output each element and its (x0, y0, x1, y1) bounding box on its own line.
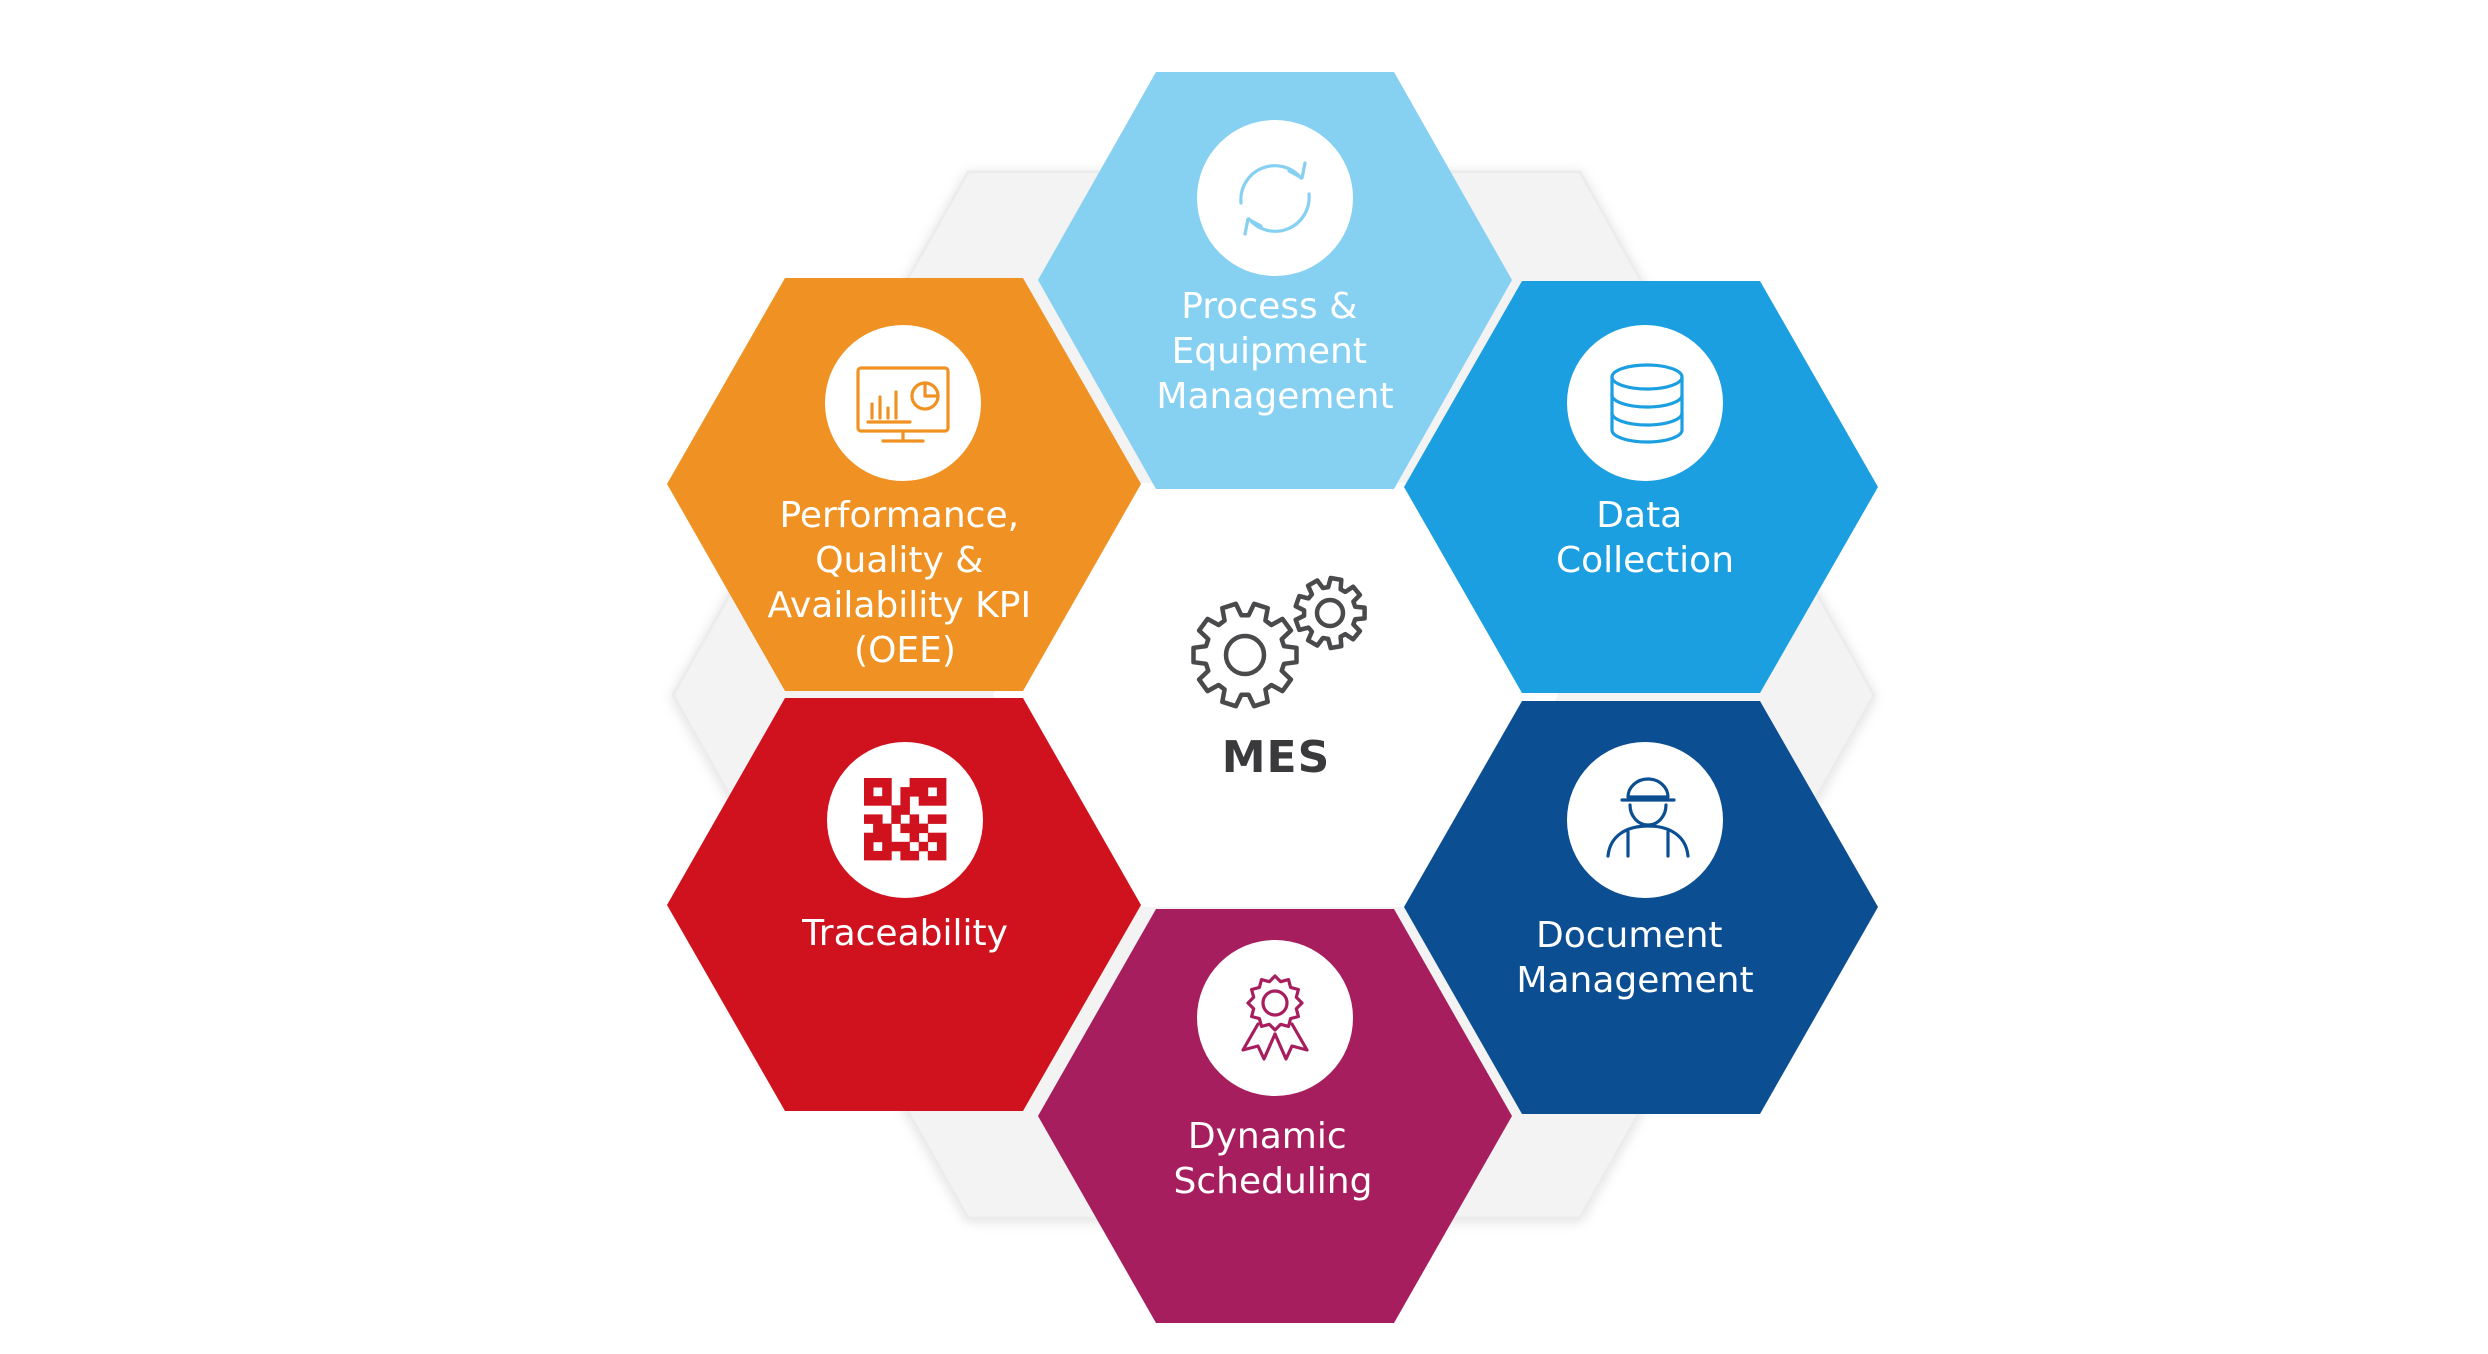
hex-dynamic-scheduling[interactable]: Dynamic Scheduling (1038, 909, 1512, 1323)
qr-module (900, 823, 910, 834)
qr-code-icon (864, 778, 947, 861)
worker-icon (1606, 777, 1690, 858)
database-icon (1610, 363, 1684, 444)
qr-module (864, 814, 874, 824)
qr-module (936, 814, 947, 824)
qr-module (936, 778, 947, 788)
hex-shape (667, 698, 1141, 1111)
qr-module (927, 832, 938, 843)
qr-module (900, 796, 910, 806)
qr-module (918, 778, 929, 788)
qr-module (918, 787, 929, 797)
qr-module (891, 814, 901, 824)
qr-module (882, 778, 892, 788)
qr-module (909, 787, 920, 797)
qr-module (936, 850, 947, 861)
qr-module (873, 850, 883, 861)
module-label: Traceability (801, 913, 1008, 954)
qr-module (864, 832, 874, 843)
refresh-icon (1239, 161, 1311, 236)
hex-performance-quality-availability[interactable]: Performance, Quality & Availability KPI … (667, 278, 1141, 691)
qr-module (900, 805, 910, 815)
module-label: Performance, Quality & Availability KPI … (767, 495, 1042, 671)
hex-document-management[interactable]: Document Management (1404, 701, 1878, 1114)
icon-badge (825, 325, 981, 481)
qr-module (918, 796, 929, 806)
qr-module (882, 796, 892, 806)
qr-module (927, 814, 938, 824)
qr-module (909, 850, 920, 861)
icon-badge (827, 742, 983, 898)
qr-module (882, 832, 892, 843)
qr-module (927, 796, 938, 806)
qr-module (918, 823, 929, 834)
icon-badge (1197, 120, 1353, 276)
module-label: Document Management (1516, 915, 1753, 1001)
gears-icon (1191, 575, 1367, 709)
qr-module (918, 841, 929, 852)
qr-module (909, 832, 920, 843)
hex-shape (667, 278, 1141, 691)
qr-module (891, 805, 901, 815)
qr-module (864, 850, 874, 861)
qr-module (936, 796, 947, 806)
center-hexagon (993, 483, 1558, 907)
hex-shape (1038, 72, 1512, 489)
hex-traceability[interactable]: Traceability (667, 698, 1141, 1111)
qr-module (864, 778, 874, 788)
hex-shape (1038, 909, 1512, 1323)
qr-module (873, 814, 883, 824)
hex-data-collection[interactable]: Data Collection (1404, 281, 1878, 693)
qr-module (891, 841, 901, 852)
qr-module (864, 787, 874, 797)
qr-module (873, 778, 883, 788)
qr-module (900, 850, 910, 861)
qr-module (936, 832, 947, 843)
qr-module (927, 778, 938, 788)
qr-module (900, 841, 910, 852)
hex-shape (1404, 281, 1878, 693)
qr-module (900, 787, 910, 797)
icon-badge (1567, 742, 1723, 898)
hex-process-equipment-management[interactable]: Process & Equipment Management (1038, 72, 1512, 489)
qr-module (909, 823, 920, 834)
hex-shape (1404, 701, 1878, 1114)
center-label: MES (1222, 732, 1331, 783)
qr-module (936, 841, 947, 852)
qr-module (873, 796, 883, 806)
qr-module (909, 814, 920, 824)
icon-badge (1567, 325, 1723, 481)
module-label: Process & Equipment Management (1156, 286, 1393, 417)
dashboard-monitor-icon (856, 366, 950, 443)
module-label: Dynamic Scheduling (1174, 1116, 1373, 1202)
qr-module (882, 850, 892, 861)
qr-module (882, 823, 892, 834)
qr-module (882, 841, 892, 852)
qr-module (927, 850, 938, 861)
module-label: Data Collection (1556, 495, 1734, 581)
qr-module (909, 778, 920, 788)
qr-module (864, 796, 874, 806)
qr-module (882, 787, 892, 797)
icon-badge (1197, 940, 1353, 1096)
qr-module (936, 787, 947, 797)
award-ribbon-icon (1241, 974, 1309, 1061)
qr-module (873, 832, 883, 843)
qr-module (873, 823, 883, 834)
qr-module (864, 841, 874, 852)
